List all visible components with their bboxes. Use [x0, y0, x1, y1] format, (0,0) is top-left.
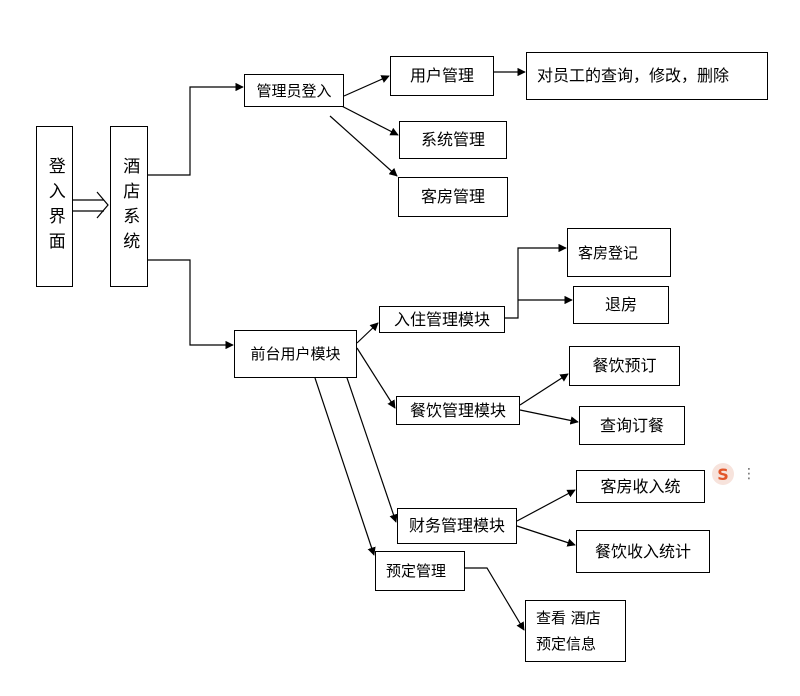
node-finance-mgmt-label: 财务管理模块: [408, 516, 505, 536]
admin-to-room-mgmt-edge: [329, 115, 398, 177]
admin-to-user-edge: [343, 75, 390, 97]
node-catering-income: 餐饮收入统计: [576, 530, 710, 573]
node-login-label: 登入界面: [44, 156, 65, 257]
node-query-order: 查询订餐: [579, 406, 685, 445]
node-system-mgmt: 系统管理: [399, 121, 507, 159]
login-to-system-arrowhead: [96, 191, 109, 219]
node-query-order-label: 查询订餐: [599, 415, 664, 435]
node-employee-ops: 对员工的查询，修改，删除: [526, 52, 768, 100]
node-room-register: 客房登记: [567, 228, 671, 277]
node-view-reservation-line2: 预定信息: [536, 635, 597, 653]
ime-floating-widget[interactable]: S ⋮: [712, 463, 756, 485]
node-reservation-mgmt: 预定管理: [375, 551, 465, 591]
node-catering-booking: 餐饮预订: [569, 346, 680, 386]
node-hotel-system-label: 酒店系统: [119, 156, 140, 257]
node-view-reservation-line1: 查看 酒店: [536, 609, 601, 627]
node-catering-booking-label: 餐饮预订: [592, 356, 657, 376]
node-catering-mgmt: 餐饮管理模块: [396, 396, 520, 425]
node-hotel-system: 酒店系统: [110, 126, 148, 287]
catering-to-booking-edge: [519, 373, 569, 406]
node-login: 登入界面: [36, 126, 73, 287]
finance-to-room-income-edge: [516, 489, 576, 522]
node-front-desk-label: 前台用户模块: [250, 345, 341, 363]
frontdesk-to-finance-edge: [344, 371, 398, 523]
node-room-mgmt: 客房管理: [398, 177, 508, 217]
node-admin-login: 管理员登入: [244, 74, 344, 107]
node-catering-income-label: 餐饮收入统计: [594, 541, 691, 561]
checkin-to-register-edge: [505, 243, 567, 319]
frontdesk-to-catering-edge: [356, 347, 396, 409]
node-front-desk: 前台用户模块: [234, 330, 357, 378]
node-room-register-label: 客房登记: [578, 243, 639, 262]
catering-to-query-edge: [519, 409, 579, 425]
node-checkout: 退房: [573, 286, 669, 324]
node-room-income: 客房收入统: [576, 470, 705, 503]
node-user-mgmt-label: 用户管理: [409, 66, 474, 86]
reservation-to-view-edge: [465, 567, 525, 631]
node-checkin-mgmt: 入住管理模块: [379, 306, 505, 333]
frontdesk-to-reservation-edge: [314, 377, 376, 556]
frontdesk-to-checkin-edge: [356, 322, 379, 344]
node-room-income-label: 客房收入统: [600, 476, 681, 496]
node-room-mgmt-label: 客房管理: [420, 187, 485, 207]
node-view-reservation: 查看 酒店 预定信息: [525, 600, 626, 662]
system-to-admin-edge: [148, 82, 244, 176]
node-catering-mgmt-label: 餐饮管理模块: [409, 400, 506, 420]
node-system-mgmt-label: 系统管理: [420, 130, 485, 150]
system-to-frontdesk-edge: [148, 259, 234, 350]
node-checkin-mgmt-label: 入住管理模块: [393, 309, 490, 329]
node-admin-login-label: 管理员登入: [256, 81, 332, 100]
finance-to-catering-income-edge: [516, 525, 576, 547]
node-user-mgmt: 用户管理: [390, 56, 494, 96]
sogou-s-icon[interactable]: S: [712, 463, 734, 485]
node-finance-mgmt: 财务管理模块: [397, 508, 517, 544]
node-checkout-label: 退房: [604, 295, 637, 315]
node-reservation-mgmt-label: 预定管理: [386, 562, 447, 580]
more-options-icon[interactable]: ⋮: [742, 466, 756, 482]
node-employee-ops-label: 对员工的查询，修改，删除: [537, 66, 730, 86]
